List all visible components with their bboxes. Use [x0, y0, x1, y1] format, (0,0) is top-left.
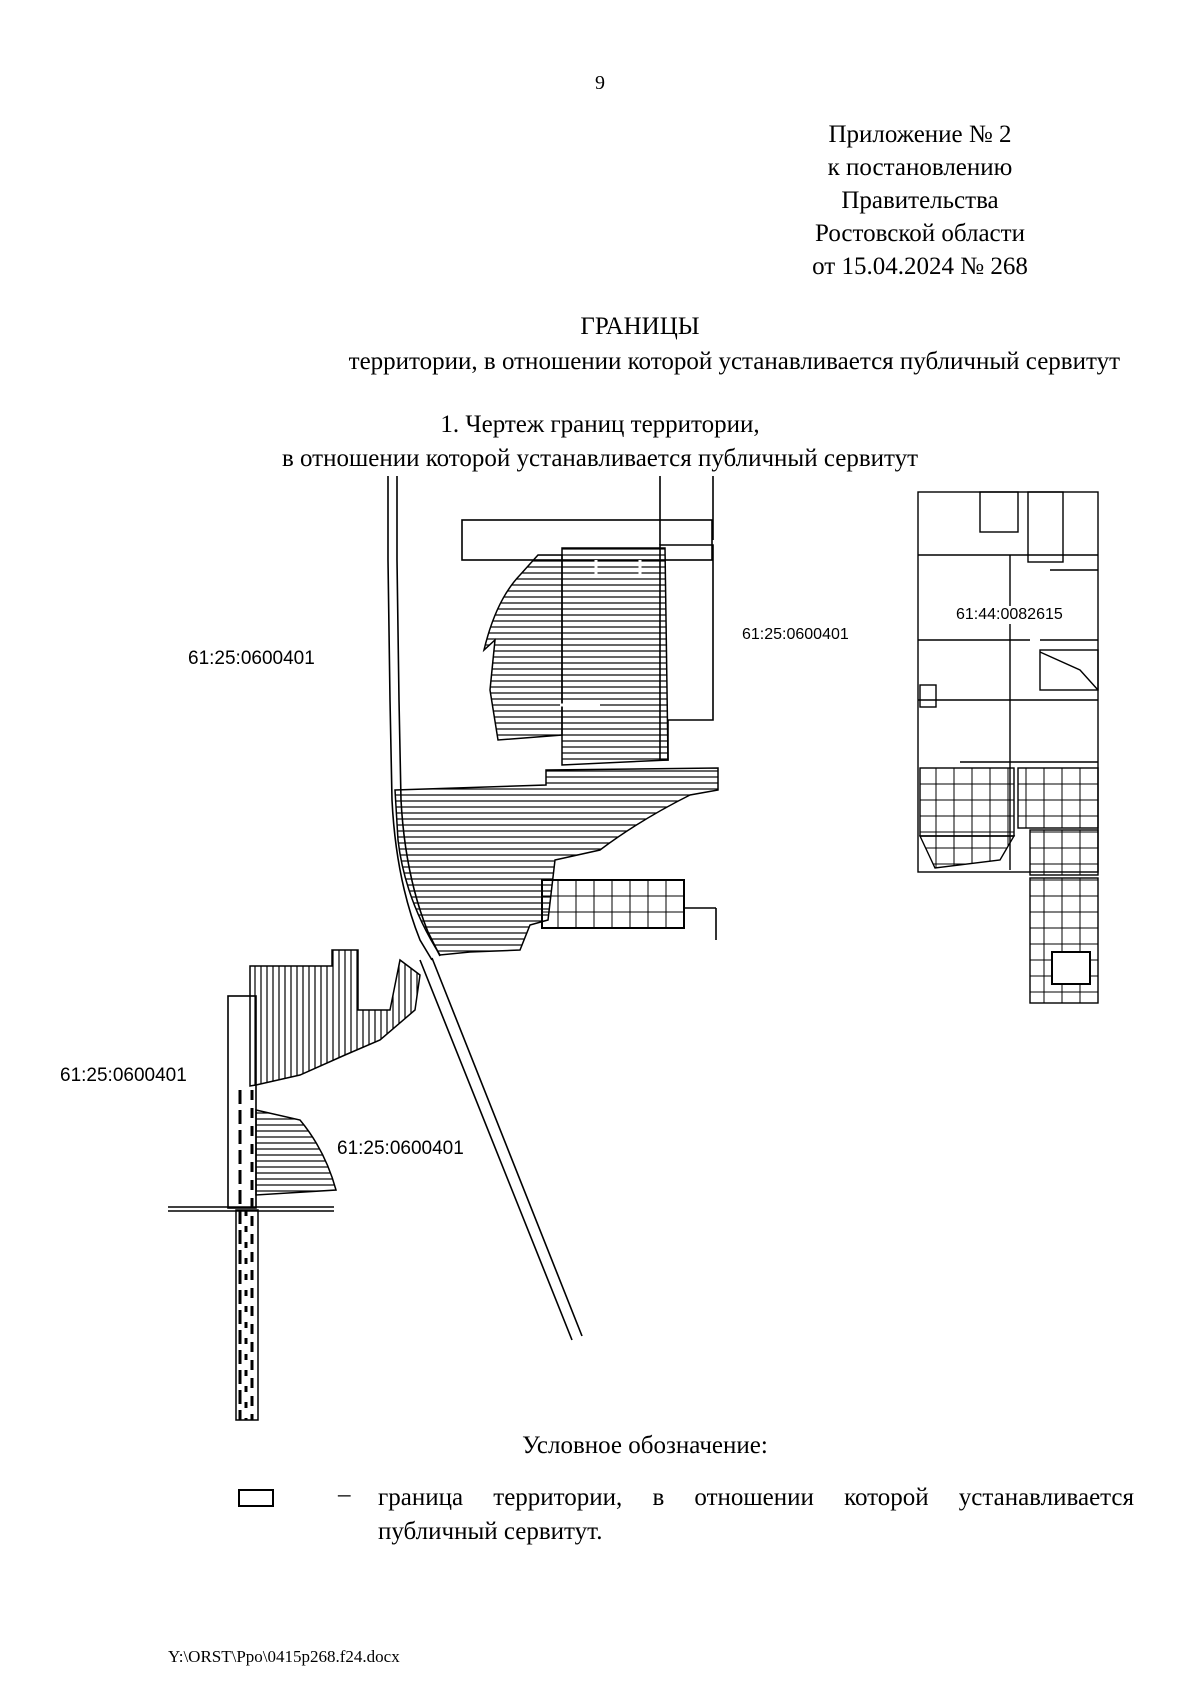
map-label-right-top: 61:44:0082615 [956, 606, 1063, 624]
legend-description: граница территории, в отношении которой … [378, 1484, 1134, 1545]
drawing-title: 1. Чертеж границ территории, в отношении… [100, 408, 1100, 476]
legend-title: Условное обозначение: [522, 1432, 768, 1459]
legend-boundary-icon [238, 1489, 274, 1507]
drawing-title-line-2: в отношении которой устанавливается публ… [281, 445, 919, 472]
map-label-left-top: 61:25:0600401 [188, 648, 315, 669]
map-label-left-bottom: 61:25:0600401 [60, 1065, 187, 1086]
footer-file-path: Y:\ORST\Ppo\0415p268.f24.docx [168, 1647, 400, 1666]
appendix-line-5: от 15.04.2024 № 268 [812, 253, 1028, 280]
drawing-title-line-1: 1. Чертеж границ территории, [440, 411, 760, 438]
map-label-center-bottom: 61:25:0600401 [337, 1138, 464, 1160]
legend-dash: – [338, 1481, 351, 1508]
appendix-line-2: к постановлению [827, 154, 1013, 181]
appendix-header: Приложение № 2 к постановлению Правитель… [740, 118, 1100, 283]
appendix-line-4: Ростовской области [815, 220, 1025, 247]
appendix-line-3: Правительства [841, 187, 999, 214]
map-label-center-top: 61:25:0600401 [742, 626, 849, 643]
page-number: 9 [595, 72, 605, 94]
appendix-line-1: Приложение № 2 [828, 121, 1012, 148]
document-title: ГРАНИЦЫ [580, 313, 700, 340]
document-subtitle: территории, в отношении которой устанавл… [348, 348, 1120, 375]
